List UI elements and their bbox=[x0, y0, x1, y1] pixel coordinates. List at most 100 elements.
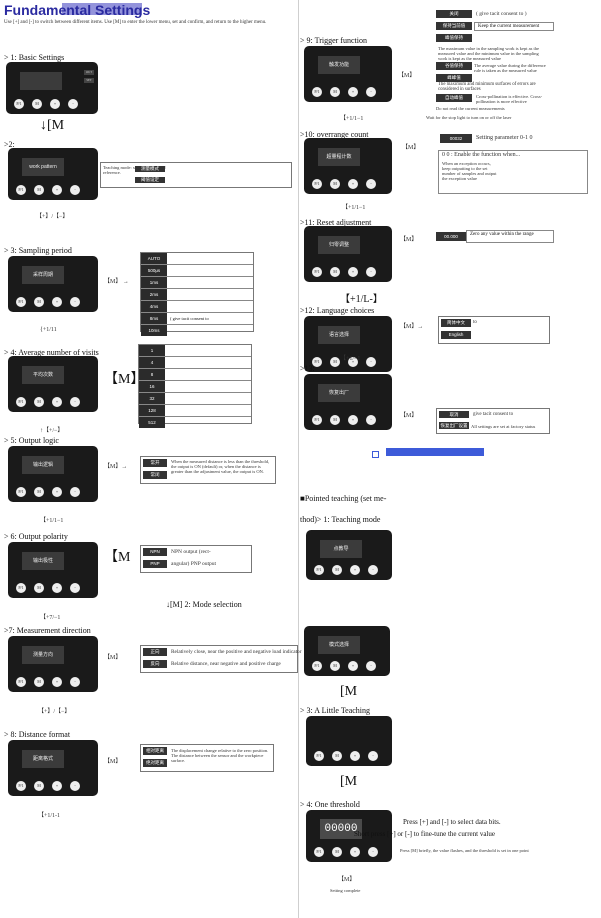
device-button: P/1 bbox=[312, 179, 322, 189]
overrange-description: When an exception occurs, keep outputtin… bbox=[442, 161, 497, 181]
device-button: P/1 bbox=[16, 397, 26, 407]
device-button: + bbox=[52, 583, 62, 593]
section-heading-measurement-direction: >7: Measurement direction bbox=[4, 626, 91, 635]
device-button: + bbox=[348, 661, 358, 671]
section-heading-13: >13: bbox=[300, 364, 315, 373]
distance-format-menu: 相对距离 绝对距离 The displacement change relati… bbox=[140, 744, 274, 772]
sampling-period-menu: AUTO 500μs 1ms 2ms 4ms 8ms( give tacit c… bbox=[140, 252, 254, 336]
option-text: to bbox=[473, 320, 477, 325]
device-button: P/1 bbox=[312, 661, 322, 671]
device-button: P/1 bbox=[312, 415, 322, 425]
option-description: Relatively close, near the positive and … bbox=[171, 649, 302, 655]
device-button: P/1 bbox=[16, 185, 26, 195]
option-off: 关闭 bbox=[436, 10, 472, 18]
title-highlight bbox=[62, 3, 142, 15]
column-divider bbox=[298, 0, 299, 918]
device-button: M bbox=[330, 661, 340, 671]
key-m-indicator: 【M】 bbox=[400, 413, 418, 419]
mode-selection-heading: ↓[M] 2: Mode selection bbox=[166, 600, 242, 609]
device-button: - bbox=[368, 565, 378, 575]
option-relative: 相对距离 bbox=[143, 747, 167, 755]
device-side-label: OUT bbox=[84, 70, 94, 75]
section-heading-trigger: > 9: Trigger function bbox=[300, 36, 367, 45]
device-illustration: 恢复出厂 P/1 M + - bbox=[304, 374, 392, 430]
device-button: P/1 bbox=[16, 677, 26, 687]
device-button: + bbox=[52, 397, 62, 407]
device-button: + bbox=[52, 781, 62, 791]
option-pnp: PNP bbox=[143, 560, 167, 568]
one-threshold-heading: > 4: One threshold bbox=[300, 800, 360, 809]
device-button: M bbox=[332, 847, 342, 857]
option-absolute: 绝对距离 bbox=[143, 759, 167, 767]
device-button: + bbox=[52, 185, 62, 195]
option-peak-to-peak: 峰峰值 bbox=[436, 74, 472, 82]
device-button: M bbox=[34, 397, 44, 407]
intro-text: Use [+] and [-] to switch between differ… bbox=[4, 20, 267, 25]
device-button: P/1 bbox=[312, 267, 322, 277]
device-illustration: 点教导 P/1 M + - bbox=[306, 530, 392, 580]
device-button: P/1 bbox=[16, 583, 26, 593]
nav-plus-minus: 【+】/【−】 bbox=[38, 709, 71, 715]
device-screen: work pattern bbox=[22, 158, 64, 176]
device-button: M bbox=[34, 487, 44, 497]
device-button: - bbox=[70, 583, 80, 593]
device-button: P/1 bbox=[314, 565, 324, 575]
device-button: M bbox=[332, 751, 342, 761]
menu-description: Teaching mode: set the teaching of refer… bbox=[103, 165, 166, 175]
reset-note: Zero any value within the range bbox=[466, 230, 554, 243]
trigger-options: 关闭 ( give tacit consent to ) 保持当前值 Keep … bbox=[436, 8, 554, 118]
device-button: - bbox=[366, 415, 376, 425]
device-screen: 输出极性 bbox=[22, 552, 64, 570]
setting-complete-text: Setting complete bbox=[330, 888, 361, 893]
menu-option: 测量模式 bbox=[135, 166, 165, 172]
device-illustration: P/1 M + - bbox=[306, 716, 392, 766]
option-4ms: 4ms bbox=[141, 301, 167, 312]
nav-plus-minus: 【+1/1-1 bbox=[38, 813, 61, 819]
device-button: - bbox=[366, 87, 376, 97]
option-text: The maximum value in the sampling work i… bbox=[438, 46, 539, 61]
device-button: M bbox=[34, 677, 44, 687]
device-button: P/1 bbox=[312, 87, 322, 97]
device-button: - bbox=[366, 661, 376, 671]
key-m-indicator: 【M】 bbox=[400, 237, 418, 243]
option-128: 128 bbox=[139, 405, 165, 416]
device-button: M bbox=[330, 87, 340, 97]
option-10ms: 10ms bbox=[141, 325, 167, 336]
device-button: M bbox=[330, 415, 340, 425]
option-text: The maximum and minimum surfaces of erro… bbox=[438, 82, 536, 92]
device-button: P/1 bbox=[312, 357, 322, 367]
option-peak: 峰值保持 bbox=[436, 34, 472, 42]
option-text: Do not read the current measurements bbox=[436, 106, 505, 111]
device-button: - bbox=[70, 297, 80, 307]
section-heading-average: > 4: Average number of visits bbox=[4, 348, 99, 357]
option-1: 1 bbox=[139, 345, 165, 356]
key-m-indicator: 【M】 bbox=[104, 759, 122, 765]
device-illustration: 语言选择 P/1 M + - bbox=[304, 316, 392, 372]
device-screen: 距离格式 bbox=[22, 750, 64, 768]
teaching-instruction-2: Short press [+] or [-] to fine-tune the … bbox=[354, 830, 495, 838]
device-illustration: 测量方向 P/1 M + - bbox=[8, 636, 98, 692]
device-button: P/1 bbox=[16, 297, 26, 307]
device-side-label: SET bbox=[84, 78, 94, 83]
option-description: Relative distance, near negative and pos… bbox=[171, 661, 281, 667]
device-illustration: 模式选择 P/1 M + - bbox=[304, 626, 390, 676]
device-screen: 输出逻辑 bbox=[22, 456, 64, 474]
section-heading-output-polarity: > 6: Output polarity bbox=[4, 532, 68, 541]
key-m-indicator: 【M】 → bbox=[104, 279, 129, 285]
option-description: NPN output (rect- bbox=[171, 549, 211, 555]
factory-reset-menu: 取消 give tacit consent to 恢复出厂设置 All sett… bbox=[436, 408, 550, 434]
key-m-indicator: 【M】 bbox=[338, 877, 356, 883]
measurement-direction-menu: 正向 反向 Relatively close, near the positiv… bbox=[140, 645, 302, 673]
device-button: + bbox=[350, 847, 360, 857]
device-button: - bbox=[366, 357, 376, 367]
device-screen: 平均次数 bbox=[22, 366, 64, 384]
option-description: The displacement change relative to the … bbox=[171, 748, 269, 763]
device-illustration: OUT SET P/1 M + - bbox=[6, 62, 98, 114]
device-button: - bbox=[366, 179, 376, 189]
device-illustration: 超量程计数 P/1 M + - bbox=[304, 138, 392, 194]
option-text: ( give tacit consent to ) bbox=[476, 11, 527, 17]
teaching-subheading: thod)> 1: Teaching mode bbox=[300, 515, 381, 524]
section-heading-language: >12: Language choices bbox=[300, 306, 375, 315]
device-button: + bbox=[348, 357, 358, 367]
nav-plus-minus: 【+1/1−1 bbox=[340, 116, 364, 122]
